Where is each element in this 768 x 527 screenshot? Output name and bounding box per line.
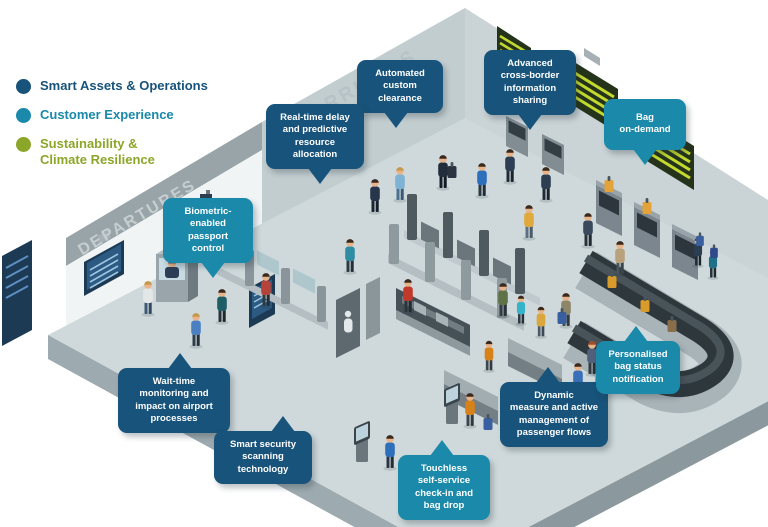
person-figure — [483, 340, 495, 373]
callout-biometric-enabled-passport-control: Biometric- enabled passport control — [163, 198, 253, 264]
legend-label: Sustainability & Climate Resilience — [40, 136, 155, 167]
legend: Smart Assets & Operations Customer Exper… — [16, 78, 208, 180]
callout-advanced-cross-border-information-sharing: Advanced cross-border information sharin… — [484, 50, 576, 116]
callout-smart-security-scanning: Smart security scanning technology — [214, 431, 312, 485]
legend-dot-customer-experience — [16, 108, 31, 123]
person-figure — [496, 283, 510, 319]
xray-belt — [396, 288, 470, 356]
luggage — [710, 244, 718, 258]
callout-bag-on-demand: Bag on-demand — [604, 99, 686, 150]
person-figure — [436, 155, 450, 191]
person-figure — [503, 149, 517, 185]
person-figure — [368, 179, 382, 215]
luggage — [604, 176, 614, 192]
person-figure — [383, 435, 397, 471]
legend-label: Smart Assets & Operations — [40, 78, 208, 93]
person-figure — [539, 167, 553, 203]
person-figure — [401, 279, 415, 315]
callout-touchless-self-service: Touchless self-service check-in and bag … — [398, 455, 490, 521]
person-figure — [343, 239, 357, 275]
luggage — [642, 198, 652, 214]
callout-real-time-delay: Real-time delay and predictive resource … — [266, 104, 364, 170]
person-figure — [535, 306, 547, 339]
person-figure — [463, 393, 477, 429]
legend-item-customer-experience: Customer Experience — [16, 107, 208, 123]
legend-item-smart-assets: Smart Assets & Operations — [16, 78, 208, 94]
legend-dot-sustainability — [16, 137, 31, 152]
person-figure — [475, 163, 489, 199]
person-figure — [259, 273, 273, 309]
person-figure — [141, 281, 155, 317]
luggage — [447, 162, 457, 178]
luggage — [483, 414, 493, 430]
luggage — [640, 296, 650, 312]
person-figure — [522, 205, 536, 241]
security-scanner — [336, 277, 470, 358]
callout-automated-custom-clearance: Automated custom clearance — [357, 60, 443, 114]
person-figure — [515, 295, 527, 326]
legend-dot-smart-assets — [16, 79, 31, 94]
legend-label: Customer Experience — [40, 107, 174, 122]
luggage — [607, 272, 617, 288]
callout-dynamic-passenger-flows: Dynamic measure and active management of… — [500, 382, 608, 448]
person-figure — [393, 167, 407, 203]
person-figure — [613, 241, 627, 277]
luggage — [667, 316, 677, 332]
person-figure — [581, 213, 595, 249]
callout-wait-time-monitoring: Wait-time monitoring and impact on airpo… — [118, 368, 230, 434]
people-layer — [141, 149, 719, 471]
luggage — [696, 232, 704, 246]
legend-item-sustainability: Sustainability & Climate Resilience — [16, 136, 208, 167]
checkin-kiosks — [354, 383, 460, 462]
person-figure — [189, 313, 203, 349]
callout-personalised-bag-status: Personalised bag status notification — [596, 341, 680, 395]
person-figure — [215, 289, 229, 325]
luggage — [557, 308, 567, 324]
